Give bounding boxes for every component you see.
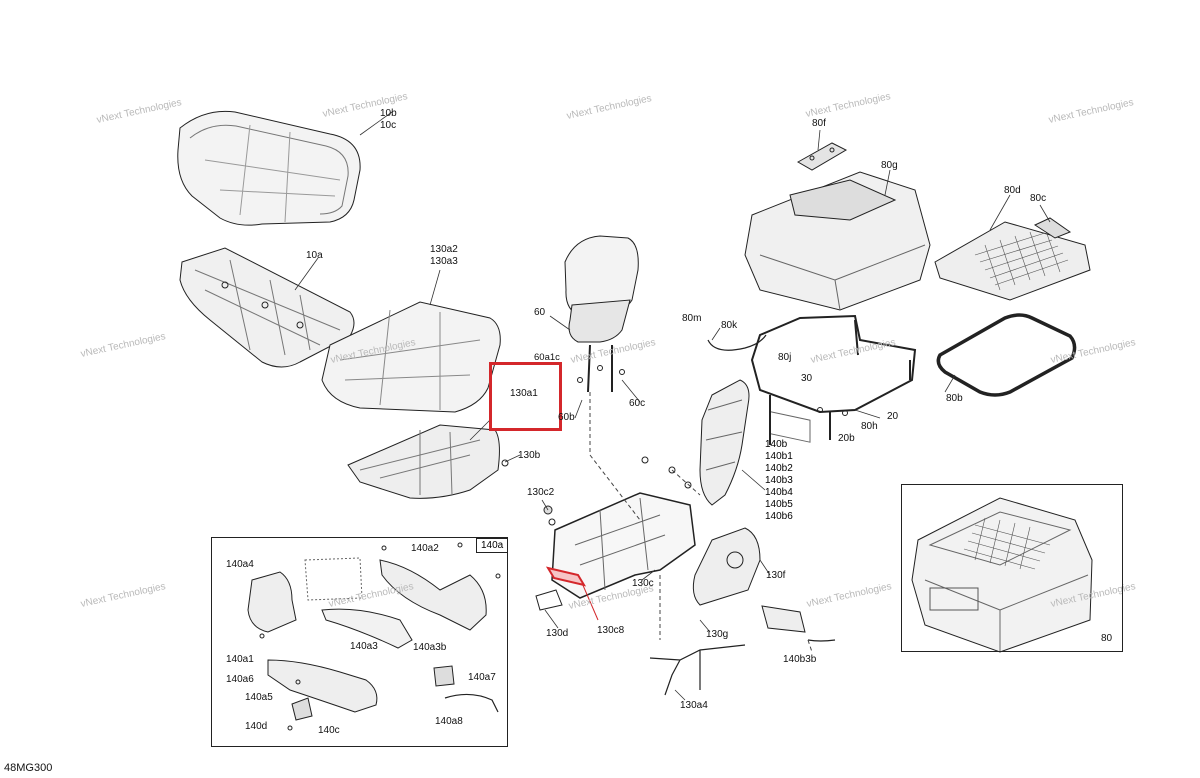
highlighted-part-130c8[interactable] [545,566,599,621]
drawing-code: 48MG300 [4,762,53,774]
inset-140a-frame [211,537,508,747]
detail-80-label: 80 [1101,633,1113,644]
part-label-130a4[interactable]: 130a4 [680,700,708,711]
part-label-80c[interactable]: 80c [1030,193,1047,204]
part-label-130a3[interactable]: 130a3 [430,256,458,267]
part-label-140b1[interactable]: 140b1 [765,451,793,462]
part-label-20b[interactable]: 20b [838,433,855,444]
part-label-80d[interactable]: 80d [1004,185,1021,196]
part-label-130g[interactable]: 130g [706,629,729,640]
part-label-80g[interactable]: 80g [881,160,898,171]
side-cover-part[interactable] [692,527,761,606]
part-label-140b6[interactable]: 140b6 [765,511,793,522]
seat-frame-part[interactable] [551,492,696,599]
part-label-140d[interactable]: 140d [245,721,268,732]
label-sticker-part[interactable] [761,605,836,642]
part-label-140c[interactable]: 140c [318,725,340,736]
side-panel-part[interactable] [699,379,750,506]
detail-80-drawing [911,497,1093,653]
part-label-140a1[interactable]: 140a1 [226,654,254,665]
wiring-harness-part[interactable] [649,644,746,696]
handle-part[interactable] [1033,217,1072,239]
part-label-stack-140b[interactable]: 140b 140b1 140b2 140b3 140b4 140b5 140b6 [765,439,793,523]
part-label-20[interactable]: 20 [887,411,899,422]
part-label-130b[interactable]: 130b [518,450,541,461]
inset-140a-drawing [247,542,501,731]
headrest-part[interactable] [564,235,639,393]
cargo-lid-part[interactable] [934,221,1091,301]
part-label-10b[interactable]: 10b [380,108,397,119]
highlight-box-130a1[interactable] [489,362,562,431]
part-label-60c[interactable]: 60c [629,398,646,409]
cargo-box-part[interactable] [744,171,931,443]
part-label-140a4[interactable]: 140a4 [226,559,254,570]
wiring-cable-part[interactable] [707,334,767,351]
part-label-80m[interactable]: 80m [682,313,702,324]
part-label-130c8[interactable]: 130c8 [597,625,625,636]
part-label-80h[interactable]: 80h [861,421,878,432]
backrest-cushion-part[interactable] [321,301,501,413]
part-label-80f[interactable]: 80f [812,118,826,129]
seat-cushion-part[interactable] [177,110,361,226]
part-label-140a8[interactable]: 140a8 [435,716,463,727]
part-label-130c[interactable]: 130c [632,578,654,589]
part-label-140b4[interactable]: 140b4 [765,487,793,498]
part-label-140a6[interactable]: 140a6 [226,674,254,685]
part-label-140b2[interactable]: 140b2 [765,463,793,474]
part-label-80b[interactable]: 80b [946,393,963,404]
detail-80-frame [901,484,1123,652]
part-label-60b[interactable]: 60b [558,412,575,423]
inset-140a-tag: 140a [476,538,509,553]
part-label-80j[interactable]: 80j [778,352,792,363]
part-label-30[interactable]: 30 [801,373,813,384]
part-label-140a3b[interactable]: 140a3b [413,642,447,653]
part-label-140b5[interactable]: 140b5 [765,499,793,510]
part-label-60a1c[interactable]: 60a1c [534,352,560,363]
part-label-130f[interactable]: 130f [766,570,786,581]
part-label-130c2[interactable]: 130c2 [527,487,555,498]
part-label-140a5[interactable]: 140a5 [245,692,273,703]
pad-part[interactable] [535,589,563,611]
gasket-seal-part[interactable] [936,313,1077,397]
seat-base-part[interactable] [179,247,355,368]
part-label-140b[interactable]: 140b [765,439,788,450]
part-label-60[interactable]: 60 [534,307,546,318]
part-label-140a2[interactable]: 140a2 [411,543,439,554]
part-label-130a2[interactable]: 130a2 [430,244,458,255]
support-frame-part[interactable] [750,314,917,445]
storage-tray-part[interactable] [347,424,509,499]
part-label-140a3[interactable]: 140a3 [350,641,378,652]
part-label-10a[interactable]: 10a [306,250,323,261]
part-label-140a7[interactable]: 140a7 [468,672,496,683]
part-label-140b3[interactable]: 140b3 [765,475,793,486]
part-label-140b3b[interactable]: 140b3b [783,654,817,665]
part-label-80k[interactable]: 80k [721,320,738,331]
part-label-130d[interactable]: 130d [546,628,569,639]
mounting-plate-part[interactable] [796,142,848,171]
part-label-130a1[interactable]: 130a1 [510,388,538,399]
part-label-10c[interactable]: 10c [380,120,397,131]
